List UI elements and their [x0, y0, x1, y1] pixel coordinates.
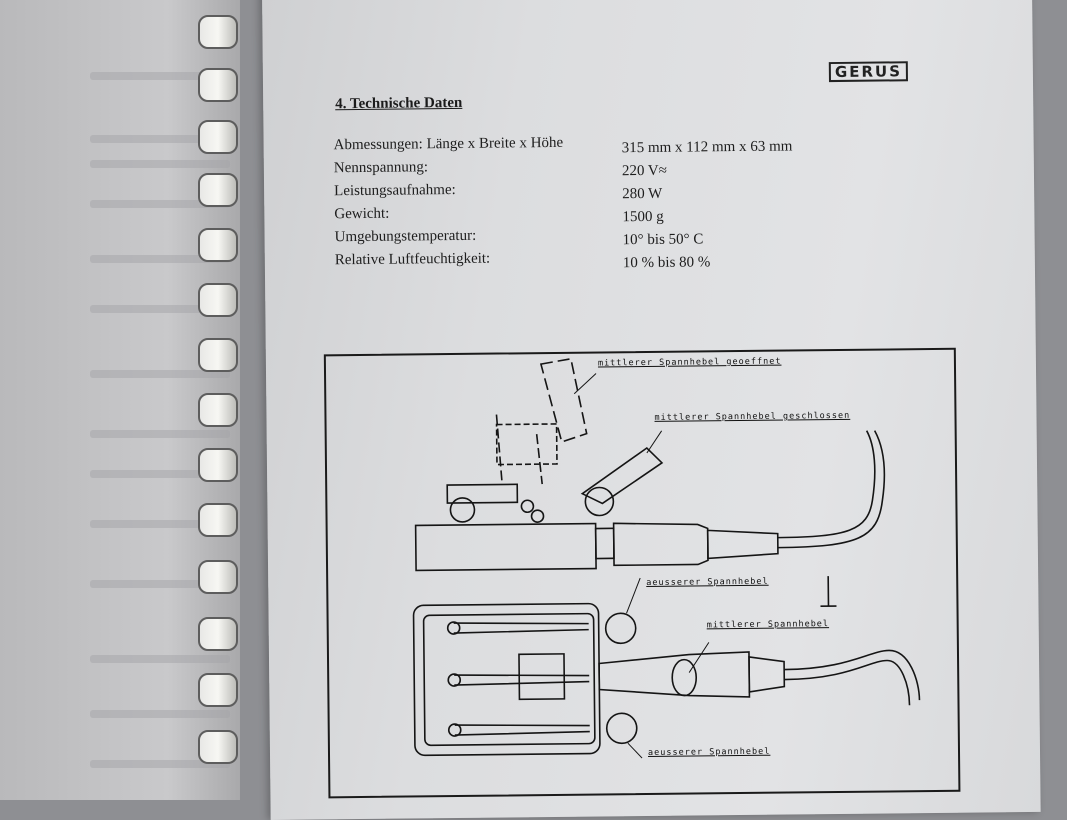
label-middle-lever-open: mittlerer Spannhebel geoeffnet — [597, 356, 782, 369]
device-drawing — [412, 357, 921, 759]
spec-row: Abmessungen: Länge x Breite x Höhe 315 mm… — [334, 132, 793, 160]
spec-label: Abmessungen: Länge x Breite x Höhe — [333, 134, 564, 154]
document-page: GERUS 4. Technische Daten Abmessungen: L… — [262, 0, 1041, 820]
spec-value: 280 W — [622, 185, 663, 203]
spec-label: Nennspannung: — [333, 159, 429, 177]
label-outer-lever-bottom: aeusserer Spannhebel — [647, 746, 771, 758]
label-middle-lever: mittlerer Spannhebel — [706, 619, 830, 631]
label-outer-lever-top: aeusserer Spannhebel — [646, 576, 769, 589]
spec-label: Gewicht: — [334, 205, 390, 223]
spec-value: 220 V≈ — [621, 162, 668, 180]
spiral-binding — [190, 0, 260, 800]
gerus-logo: GERUS — [828, 61, 909, 83]
spec-label: Umgebungstemperatur: — [334, 227, 477, 246]
spec-value: 10° bis 50° C — [622, 231, 704, 249]
spec-value: 10 % bis 80 % — [622, 254, 711, 272]
label-middle-lever-closed: mittlerer Spannhebel geschlossen — [654, 410, 851, 423]
spec-label: Relative Luftfeuchtigkeit: — [334, 250, 491, 269]
spec-table: Abmessungen: Länge x Breite x Höhe 315 mm… — [334, 132, 794, 275]
spec-row: Relative Luftfeuchtigkeit: 10 % bis 80 % — [335, 247, 794, 275]
spec-value: 1500 g — [622, 208, 664, 226]
spec-value: 315 mm x 112 mm x 63 mm — [621, 138, 793, 157]
section-title: 4. Technische Daten — [335, 94, 463, 113]
spec-label: Leistungsaufnahme: — [334, 181, 456, 200]
technical-drawing: mittlerer Spannhebel geoeffnet mittlerer… — [323, 347, 961, 799]
